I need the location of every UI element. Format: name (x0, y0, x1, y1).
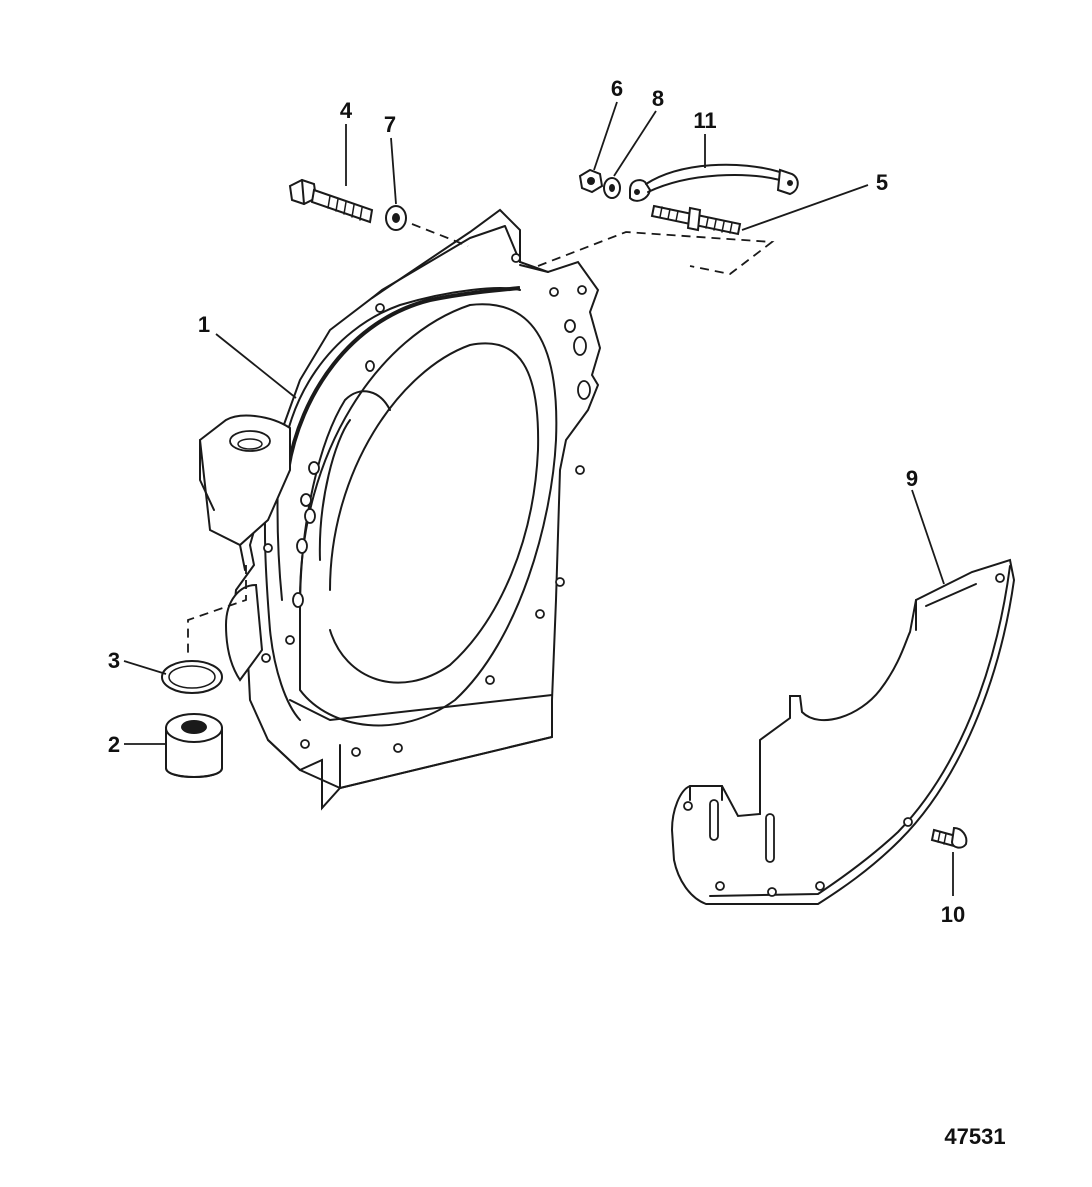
cover-plate (670, 558, 1016, 905)
callout-3: 3 (108, 648, 120, 673)
mounting-boss (198, 414, 291, 547)
flange-holes (261, 253, 591, 757)
callout-2: 2 (108, 732, 120, 757)
assembly-dashed-line-5 (537, 231, 775, 275)
washer (385, 205, 407, 231)
callout-6: 6 (611, 76, 623, 101)
stud (650, 204, 742, 236)
figure-id: 47531 (944, 1124, 1005, 1149)
callout-10: 10 (941, 902, 965, 927)
nut (578, 168, 604, 194)
bolt (288, 178, 374, 224)
bushing (165, 713, 223, 778)
screw (930, 826, 968, 849)
flywheel-housing (198, 208, 602, 811)
leader-lines (123, 101, 954, 896)
o-ring (161, 660, 223, 694)
callout-8: 8 (652, 86, 664, 111)
lock-washer (603, 177, 621, 199)
assembly-dashed-line-3 (187, 565, 247, 655)
callout-4: 4 (340, 98, 353, 123)
callout-9: 9 (906, 466, 918, 491)
callout-labels: 1 2 3 4 5 6 7 8 9 10 11 (108, 76, 965, 927)
assembly-dashed-line-7 (411, 223, 469, 247)
ground-strap (629, 163, 799, 202)
callout-1: 1 (198, 312, 210, 337)
callout-5: 5 (876, 170, 888, 195)
callout-11: 11 (693, 108, 716, 133)
callout-7: 7 (384, 112, 396, 137)
